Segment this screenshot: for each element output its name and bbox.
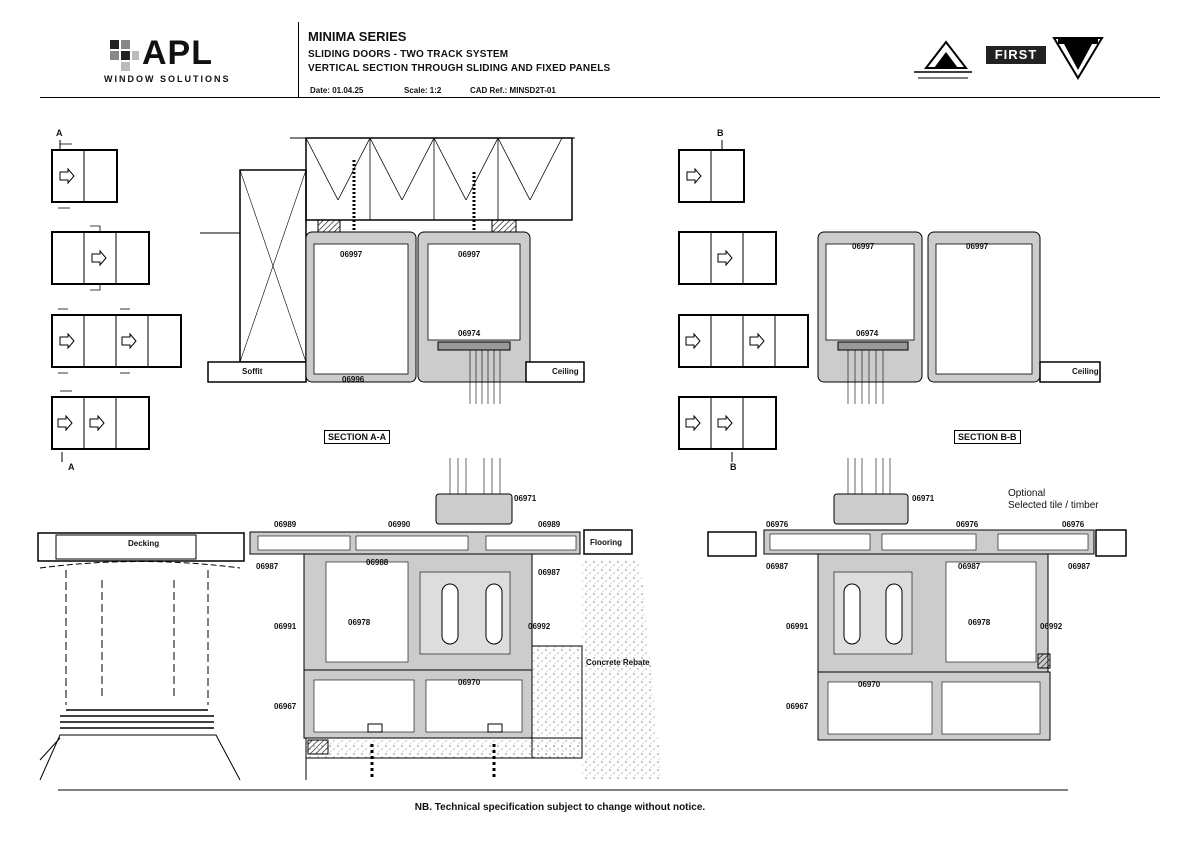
soffit-label: Soffit — [242, 367, 263, 376]
plan-schematic-a-3 — [51, 308, 182, 374]
plan-schematic-b-2 — [678, 231, 777, 285]
section-a-head — [200, 137, 585, 404]
code-sa-base-left: 06967 — [274, 702, 297, 711]
logo-text: APL — [142, 34, 213, 72]
code-a-head-left: 06997 — [340, 250, 363, 259]
code-a-head-right: 06997 — [458, 250, 481, 259]
optional-note-2: Selected tile / timber — [1008, 500, 1099, 511]
optional-note-1: Optional — [1008, 488, 1046, 499]
subtitle-line-2: VERTICAL SECTION THROUGH SLIDING AND FIX… — [308, 63, 611, 74]
header-rule — [40, 97, 1160, 98]
code-sb-top: 06971 — [912, 494, 935, 503]
badge-logo-icon — [1052, 37, 1104, 80]
concrete-rebate-label: Concrete Rebate — [586, 658, 650, 667]
code-sb-right: 06992 — [1040, 622, 1063, 631]
code-sb-cap-right: 06976 — [1062, 520, 1085, 529]
code-sb-side-right: 06987 — [1068, 562, 1091, 571]
code-sb-mid: 06987 — [958, 562, 981, 571]
marker-a-top: A — [56, 128, 63, 138]
cad-reference: CAD Ref.: MINSD2T-01 — [470, 86, 556, 95]
section-a-title: SECTION A-A — [324, 430, 391, 444]
section-b-head — [817, 231, 1101, 404]
code-sa-right: 06992 — [528, 622, 551, 631]
code-sa-top: 06971 — [514, 494, 537, 503]
decking-label: Decking — [128, 539, 160, 548]
section-b-sill — [707, 458, 1127, 741]
code-sa-side-right: 06987 — [538, 568, 561, 577]
first-brand-logo: FIRST — [986, 46, 1046, 64]
plan-schematic-a-1 — [51, 140, 118, 209]
code-sb-clip: 06978 — [968, 618, 991, 627]
code-sa-side-left: 06987 — [256, 562, 279, 571]
logo-subtext: WINDOW SOLUTIONS — [104, 74, 231, 84]
code-sa-cap-left: 06989 — [274, 520, 297, 529]
marker-b-bottom: B — [730, 462, 737, 472]
plan-schematic-b-4 — [678, 396, 777, 462]
code-a-bottom-left: 06996 — [342, 375, 365, 384]
code-b-interlock: 06974 — [856, 329, 879, 338]
code-sa-clip: 06978 — [348, 618, 371, 627]
code-sa-left: 06991 — [274, 622, 297, 631]
code-sb-cap-mid: 06976 — [956, 520, 979, 529]
flooring-label: Flooring — [590, 538, 622, 547]
marker-b-top: B — [717, 128, 724, 138]
plan-schematic-b-3 — [678, 314, 809, 368]
code-sb-track: 06970 — [858, 680, 881, 689]
plan-schematic-b-1 — [678, 140, 745, 203]
code-sa-track: 06970 — [458, 678, 481, 687]
title-block: APL WINDOW SOLUTIONS MINIMA SERIES SLIDI… — [40, 22, 1160, 100]
logo-mark-icon — [110, 40, 139, 71]
code-sb-side-left: 06987 — [766, 562, 789, 571]
drawing-scale: Scale: 1:2 — [404, 86, 442, 95]
code-sa-cap-mid: 06990 — [388, 520, 411, 529]
section-a-sill — [249, 458, 662, 780]
plan-schematic-a-4 — [51, 390, 150, 462]
ceiling-label-a: Ceiling — [552, 367, 579, 376]
section-b-title: SECTION B-B — [954, 430, 1021, 444]
code-a-interlock: 06974 — [458, 329, 481, 338]
decking-pedestal — [37, 532, 245, 781]
code-sa-cap-right: 06989 — [538, 520, 561, 529]
series-title: MINIMA SERIES — [308, 29, 407, 44]
code-sb-left: 06991 — [786, 622, 809, 631]
ceiling-label-b: Ceiling — [1072, 367, 1099, 376]
subtitle-line-1: SLIDING DOORS - TWO TRACK SYSTEM — [308, 49, 509, 60]
code-b-head-left: 06997 — [852, 242, 875, 251]
marker-a-bottom: A — [68, 462, 75, 472]
plan-schematic-a-2 — [51, 225, 150, 291]
code-sa-mid: 06988 — [366, 558, 389, 567]
althorp-logo-icon — [914, 40, 972, 79]
code-b-head-right: 06997 — [966, 242, 989, 251]
footer-note: NB. Technical specification subject to c… — [414, 802, 706, 813]
drawing-date: Date: 01.04.25 — [310, 86, 364, 95]
apl-logo: APL WINDOW SOLUTIONS — [104, 34, 244, 84]
code-sb-cap-left: 06976 — [766, 520, 789, 529]
code-sb-base-left: 06967 — [786, 702, 809, 711]
header-divider — [298, 22, 299, 98]
